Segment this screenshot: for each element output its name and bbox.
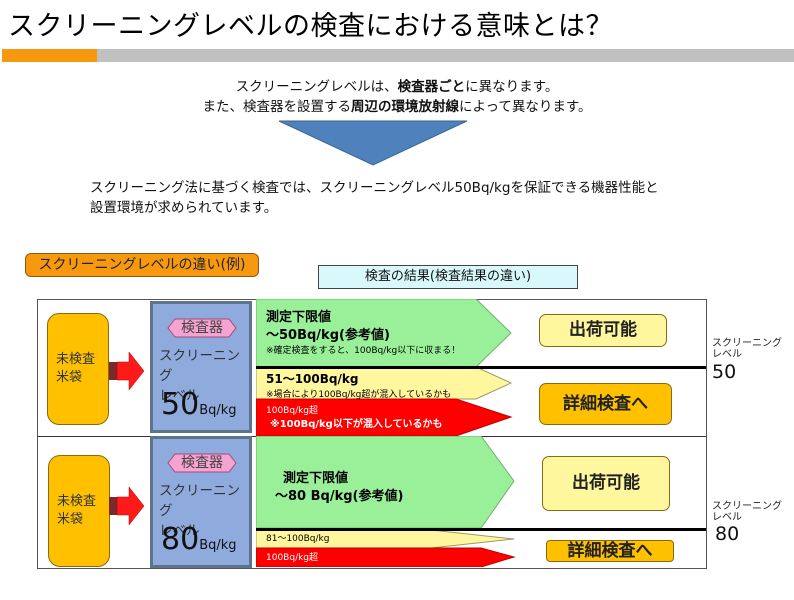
intro-line1-bold: 検査器ごと (397, 79, 466, 95)
side-level-value: 50 (712, 361, 737, 383)
side-label-2: レベル (712, 349, 742, 360)
green-band-title: 測定下限値 (266, 310, 332, 325)
intro-line1-post: に異なります。 (465, 79, 559, 95)
rice-bag-box: 未検査米袋 (47, 313, 109, 425)
bag-label: 米袋 (56, 370, 83, 385)
green-band-value: ～50Bq/kg(参考値) (266, 328, 390, 343)
detector-level-value: 80Bq/kg (161, 523, 237, 563)
level-label-1: スクリーニング (159, 348, 240, 384)
side-level-label: スクリーニングレベル (712, 501, 782, 523)
yellow-band-note: ※場合により100Bq/kg超が混入しているかも (266, 390, 452, 400)
rice-bag-box: 未検査米袋 (48, 455, 110, 567)
detector-tag-shape (167, 453, 237, 473)
side-level-label: スクリーニングレベル (712, 338, 782, 360)
requirement-line1: スクリーニング法に基づく検査では、スクリーニングレベル50Bq/kgを保証できる… (90, 180, 659, 196)
example-label: スクリーニングレベルの違い(例) (25, 253, 259, 277)
detector-tag: 検査器 (181, 455, 223, 471)
result-pass-badge: 出荷可能 (539, 314, 667, 347)
red-band-title: 100Bq/kg超 (266, 406, 319, 416)
green-band-note: ※確定検査をすると、100Bq/kg以下に収まる！ (266, 346, 461, 356)
bag-label: 米袋 (57, 512, 84, 527)
intro-line2-bold: 周辺の環境放射線 (350, 99, 459, 115)
requirement-text: スクリーニング法に基づく検査では、スクリーニングレベル50Bq/kgを保証できる… (90, 178, 659, 218)
intro-line2-post: によって異なります。 (458, 99, 592, 115)
title-accent-bar (2, 49, 97, 62)
right-arrow-icon (109, 351, 145, 391)
side-label-1: スクリーニング (712, 501, 782, 512)
threshold-line (256, 366, 706, 369)
requirement-line2: 設置環境が求められています。 (90, 200, 278, 216)
level-number: 50 (161, 387, 200, 422)
level-label-2: レベル (159, 523, 200, 539)
bag-label: 未検査 (57, 494, 97, 509)
down-arrow-icon (278, 120, 468, 166)
result-detail-badge: 詳細検査へ (546, 540, 674, 562)
threshold-line (256, 528, 706, 531)
detector-box: 検査器 スクリーニングレベル 50Bq/kg (150, 301, 252, 433)
intro-line1-pre: スクリーニングレベルは、 (235, 79, 398, 95)
results-label: 検査の結果(検査結果の違い) (318, 265, 578, 289)
result-detail-badge: 詳細検査へ (539, 383, 672, 425)
green-band-value: ～80 Bq/kg(参考値) (275, 489, 404, 504)
red-band-title: 100Bq/kg超 (266, 553, 319, 563)
detector-tag: 検査器 (181, 320, 223, 336)
result-bands (256, 299, 513, 436)
side-label-1: スクリーニング (712, 338, 782, 349)
level-unit: Bq/kg (199, 538, 237, 553)
result-pass-badge: 出荷可能 (542, 456, 670, 511)
title-underline-bar (97, 49, 794, 62)
detector-level-label: スクリーニングレベル (159, 481, 249, 541)
level-number: 80 (161, 522, 200, 557)
side-level-value: 80 (715, 523, 740, 545)
red-band-note: ※100Bq/kg以下が混入しているかも (270, 419, 443, 430)
page-title: スクリーニングレベルの検査における意味とは？ (8, 11, 613, 42)
level-unit: Bq/kg (199, 403, 237, 418)
detector-level-label: スクリーニングレベル (159, 346, 249, 406)
detector-tag-shape (167, 318, 237, 338)
side-label-2: レベル (712, 512, 742, 523)
level-label-1: スクリーニング (159, 483, 240, 519)
level-label-2: レベル (159, 388, 200, 404)
yellow-band-title: 81～100Bq/kg (266, 534, 330, 544)
right-arrow-icon (109, 486, 145, 526)
green-band-title: 測定下限値 (283, 471, 349, 486)
bag-label: 未検査 (56, 352, 96, 367)
result-bands (256, 436, 516, 567)
detector-box: 検査器 スクリーニングレベル 80Bq/kg (150, 436, 252, 568)
intro-line2-pre: また、検査器を設置する (202, 99, 351, 115)
intro-text: スクリーニングレベルは、検査器ごとに異なります。 また、検査器を設置する周辺の環… (0, 77, 794, 117)
detector-level-value: 50Bq/kg (161, 388, 237, 428)
yellow-band-title: 51～100Bq/kg (266, 372, 359, 386)
